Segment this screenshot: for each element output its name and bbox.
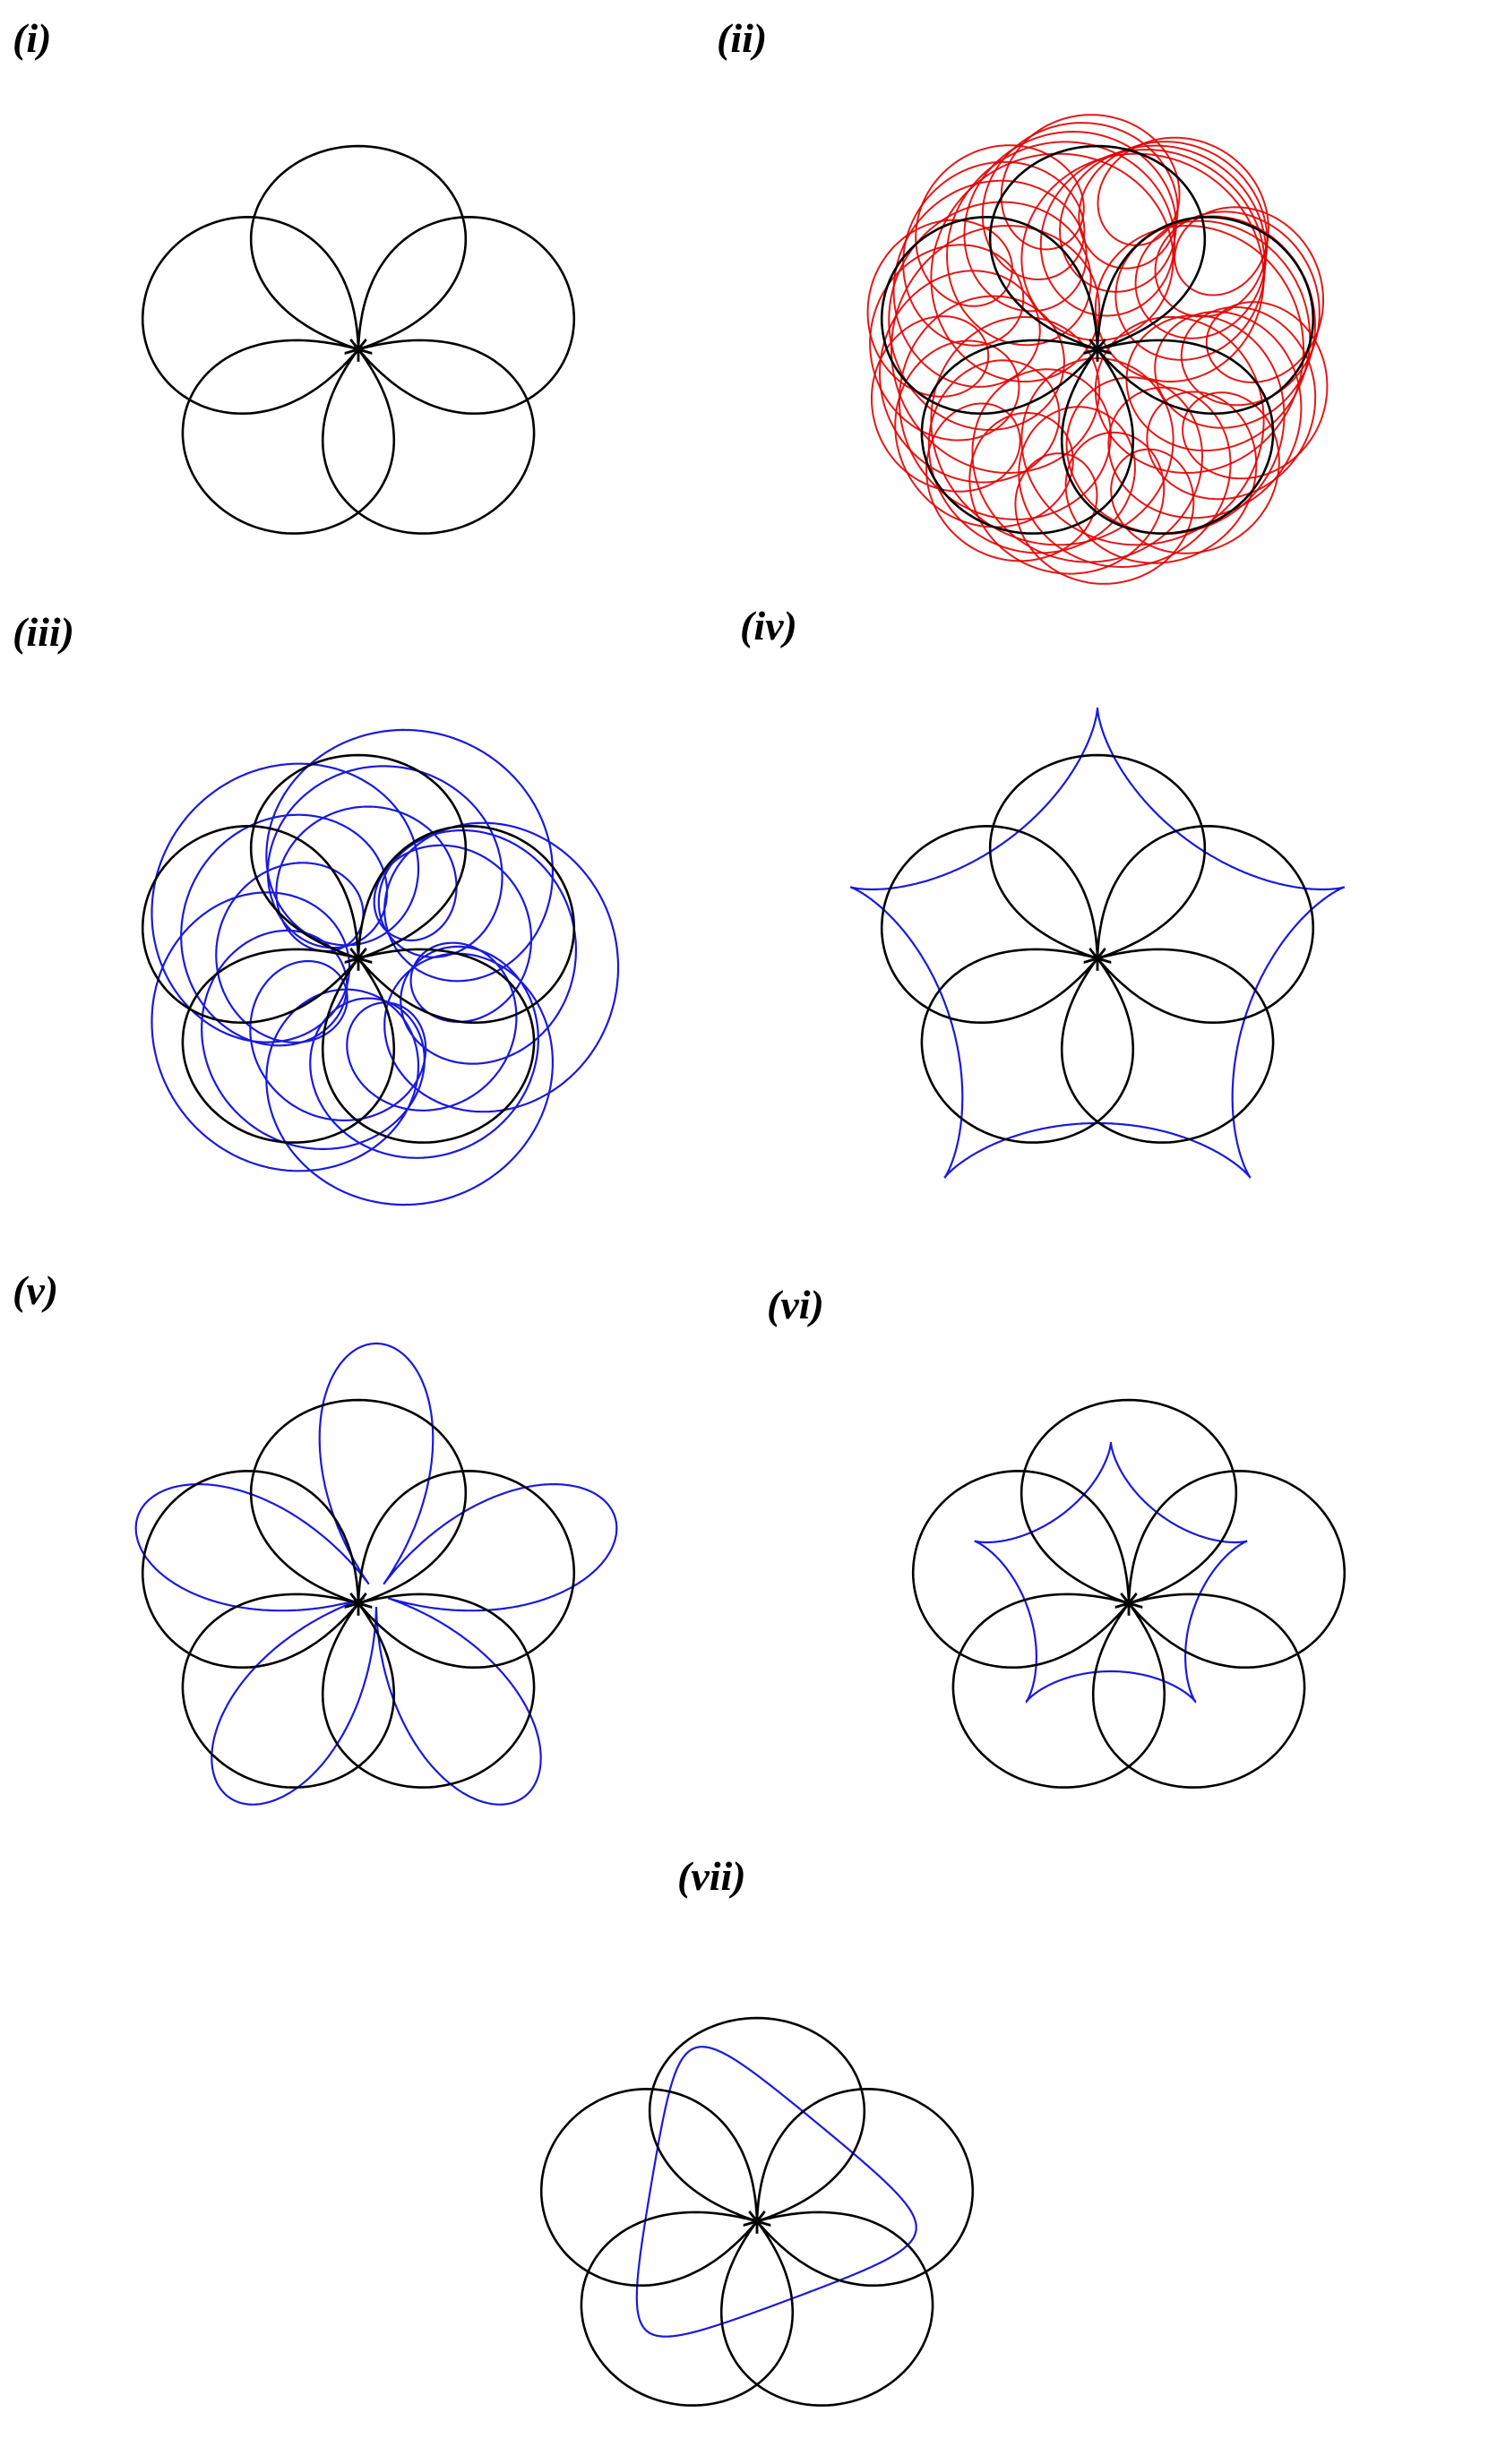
panel-label-vii: (vii) bbox=[677, 1853, 746, 1899]
panel-label-vi: (vi) bbox=[767, 1282, 824, 1327]
panel-i bbox=[141, 144, 576, 535]
base-curve-iii bbox=[141, 753, 576, 1144]
panel-iv bbox=[849, 708, 1346, 1179]
panel-ii bbox=[866, 114, 1329, 585]
panel-label-ii: (ii) bbox=[717, 15, 768, 61]
base-curve-vii bbox=[539, 2016, 975, 2407]
base-curve-v bbox=[141, 1398, 576, 1789]
panel-vii bbox=[539, 2016, 975, 2407]
base-curve-ii bbox=[880, 144, 1315, 535]
base-curve-iv bbox=[880, 753, 1315, 1144]
overlay-blue-rosette bbox=[134, 1342, 618, 1806]
panel-label-iv: (iv) bbox=[740, 603, 797, 648]
overlay-blue-curve-3 bbox=[215, 805, 533, 1121]
overlay-blue-interlaced-loops bbox=[635, 2046, 917, 2338]
panel-label-v: (v) bbox=[13, 1267, 59, 1313]
panel-label-iii: (iii) bbox=[13, 609, 74, 655]
base-curve-vi bbox=[911, 1398, 1346, 1789]
overlay-red-curve-2 bbox=[888, 141, 1312, 563]
overlay-red-curve-4 bbox=[869, 122, 1321, 575]
panel-v bbox=[134, 1342, 618, 1806]
overlay-blue-inner-pentagon bbox=[974, 1442, 1248, 1704]
panel-vi bbox=[911, 1398, 1346, 1789]
overlay-blue-pentagon bbox=[849, 708, 1346, 1179]
overlay-red-curve-5 bbox=[866, 114, 1329, 585]
base-curve-i bbox=[141, 144, 576, 535]
panel-label-i: (i) bbox=[13, 15, 52, 61]
panel-iii bbox=[141, 728, 620, 1206]
